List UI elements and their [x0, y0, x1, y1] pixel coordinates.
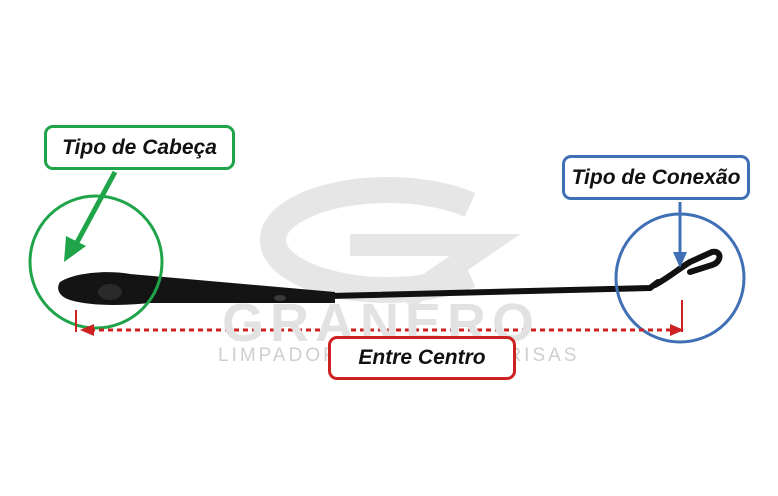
- head-highlight-circle: [28, 194, 164, 330]
- connection-arrow: [673, 202, 687, 268]
- head-arrow: [64, 170, 118, 262]
- center-measure: [75, 300, 684, 336]
- connection-type-label: Tipo de Conexão: [562, 155, 750, 200]
- watermark-logo: [259, 177, 521, 310]
- wiper-arm: [58, 248, 723, 305]
- center-to-center-label: Entre Centro: [328, 336, 516, 380]
- head-type-label: Tipo de Cabeça: [44, 125, 235, 170]
